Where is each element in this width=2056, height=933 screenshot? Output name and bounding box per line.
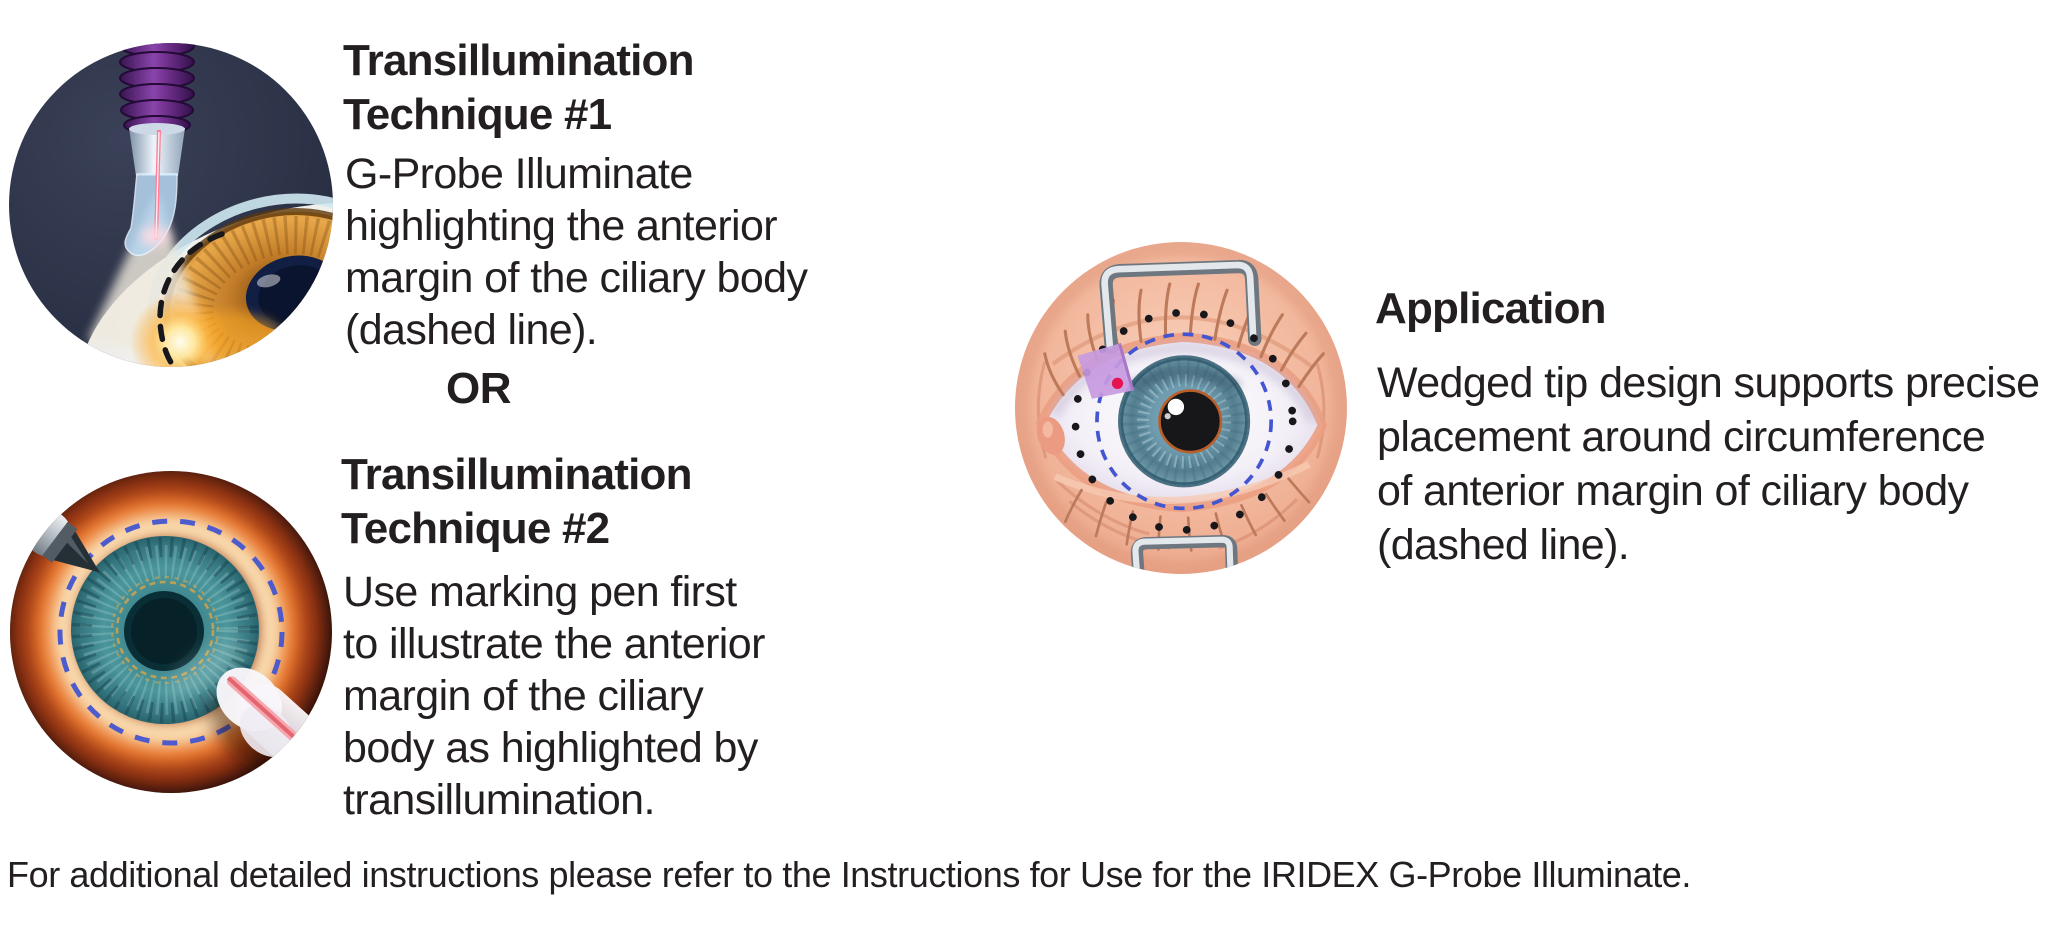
probe-ribbed-cable [119,43,195,135]
body-line: (dashed line). [345,306,598,354]
ciliary-margin-dashed-circle [1095,332,1274,511]
body-line: placement around circumference [1377,413,1986,461]
application-figure [1014,241,1348,575]
body-line: body as highlighted by [343,724,758,772]
speculum-bottom-wire [1130,535,1239,574]
marking-dots-ring [1071,308,1297,534]
technique-2-heading: Transillumination Technique #2 [341,448,692,556]
beam-spot-glow [130,292,230,367]
or-separator: OR [446,364,512,413]
upper-lid-crease [1051,315,1313,368]
transillumination-glow-ring [10,473,324,787]
transilluminated-eye-illustration [10,471,332,793]
speculum-eye-illustration [1015,242,1347,574]
technique-2-figure [9,470,333,794]
technique-1-figure [8,42,334,368]
heading-line: Transillumination [341,450,692,499]
blue-iris [1117,355,1251,488]
body-line: margin of the ciliary [343,672,704,720]
body-line: transillumination. [343,776,655,824]
body-line: Wedged tip design supports precise [1377,359,2040,407]
golden-collarette [115,580,215,680]
marked-dashed-circle [57,518,285,746]
footer-note: For additional detailed instructions ple… [7,854,1692,895]
g-probe [119,43,195,256]
body-line: margin of the ciliary body [345,254,808,302]
heading-line: Transillumination [343,36,694,85]
technique-2-description: Use marking pen first to illustrate the … [343,566,765,826]
body-line: to illustrate the anterior [343,620,765,668]
teal-iris [71,536,259,724]
application-heading: Application [1375,284,1607,333]
body-line: Use marking pen first [343,568,737,616]
technique-1-heading: Transillumination Technique #1 [343,34,694,142]
application-description: Wedged tip design supports precise place… [1377,356,2040,572]
treatment-red-dot [1111,377,1124,390]
probe-on-eye-illustration [9,43,333,367]
technique-1-description: G-Probe Illuminate highlighting the ante… [345,148,808,356]
body-line: highlighting the anterior [345,202,778,250]
body-line: G-Probe Illuminate [345,150,693,198]
ciliary-margin-dashed-line [157,231,225,367]
heading-line: Technique #1 [343,90,612,139]
body-line: (dashed line). [1377,521,1630,569]
speculum-top-wire [1099,259,1262,355]
body-line: of anterior margin of ciliary body [1377,467,1969,515]
heading-line: Technique #2 [341,504,610,553]
